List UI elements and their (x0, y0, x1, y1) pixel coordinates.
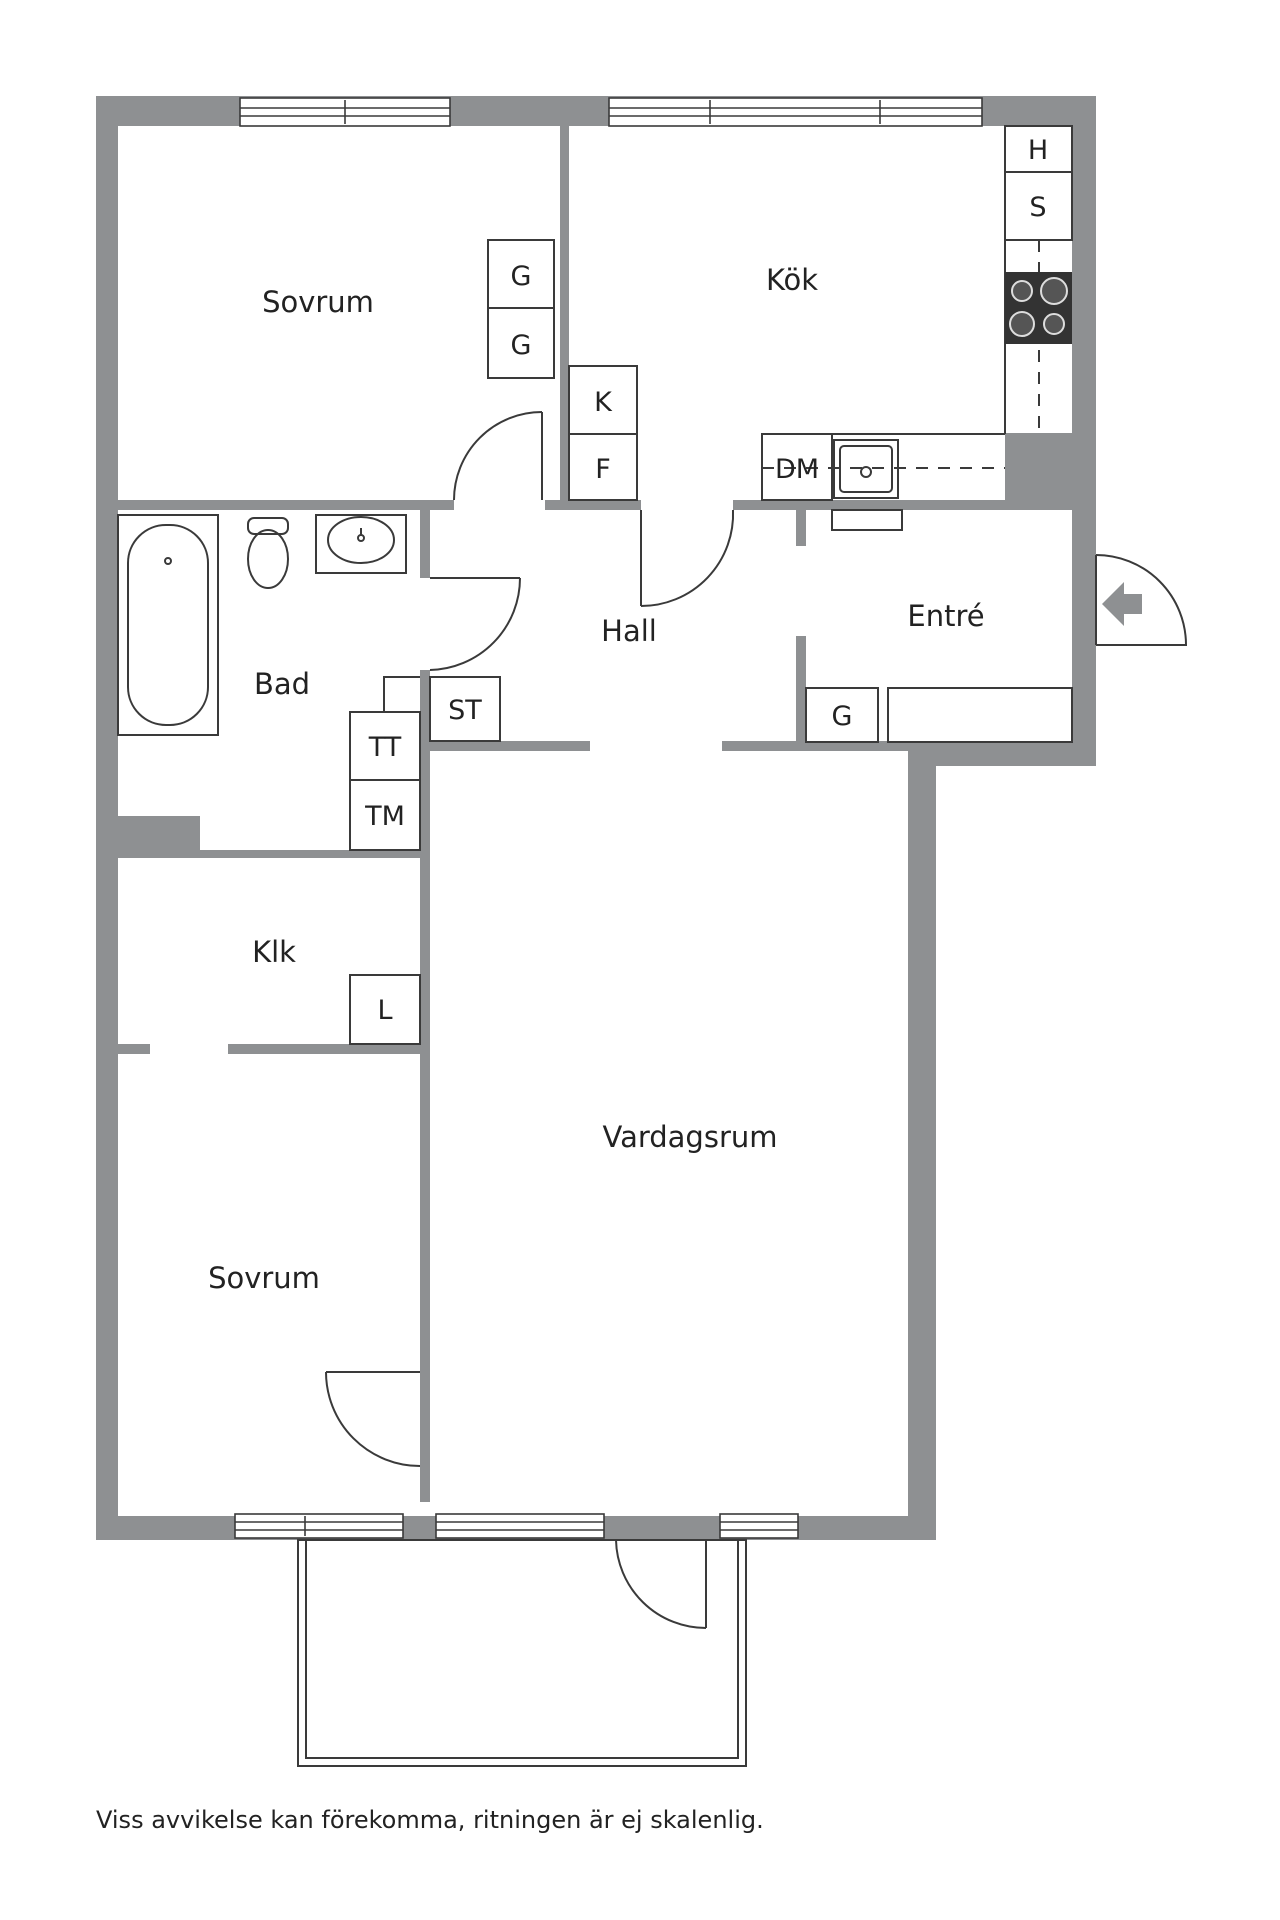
wardrobe-label-2: G (511, 330, 532, 361)
toilet-icon (247, 517, 289, 589)
upper-cabinet-s-label: S (1029, 192, 1046, 223)
stove-icon (1005, 272, 1072, 344)
window-top-left (239, 97, 451, 127)
linen-label: L (377, 995, 392, 1026)
wardrobe-entrance-label: G (832, 701, 853, 732)
window-top-right (608, 97, 983, 127)
dryer-label: TT (368, 732, 402, 763)
door-bedroom-bottom (325, 1371, 421, 1467)
room-label-bedroom-bottom: Sovrum (208, 1261, 320, 1295)
bathtub-icon (117, 514, 219, 736)
room-label-closet: Klk (252, 935, 296, 969)
room-label-bedroom-top: Sovrum (262, 285, 374, 319)
interior-walls (118, 126, 1096, 1502)
room-label-kitchen: Kök (766, 263, 818, 297)
door-entrance (1095, 554, 1188, 646)
upper-cabinet-h-label: H (1028, 135, 1048, 166)
storage-label: ST (448, 695, 482, 726)
door-bathroom (429, 577, 521, 671)
door-kitchen (640, 509, 735, 608)
wardrobe-label-1: G (511, 261, 532, 292)
outer-wall (96, 96, 1096, 1540)
fridge-label: K (594, 387, 613, 418)
window-bottom-left (234, 1513, 404, 1539)
entry-arrow-icon (1102, 582, 1142, 626)
windows (234, 97, 983, 1539)
room-label-hall: Hall (601, 614, 657, 648)
cabinet-boxes (349, 125, 1073, 1045)
door-balcony (615, 1539, 707, 1629)
sink-icon (833, 439, 899, 499)
door-bedroom-top (453, 411, 543, 501)
room-label-bathroom: Bad (254, 667, 310, 701)
dishwasher-label: DM (775, 454, 819, 485)
doors (325, 411, 1188, 1629)
washer-label: TM (364, 801, 405, 832)
washbasin-icon (315, 514, 407, 574)
window-bottom-right (719, 1513, 799, 1539)
balcony (297, 1539, 747, 1767)
window-bottom-mid (435, 1513, 605, 1539)
freezer-label: F (595, 454, 611, 485)
room-label-entrance: Entré (907, 599, 984, 633)
disclaimer-text: Viss avvikelse kan förekomma, ritningen … (96, 1806, 764, 1834)
room-label-living-room: Vardagsrum (602, 1120, 777, 1154)
